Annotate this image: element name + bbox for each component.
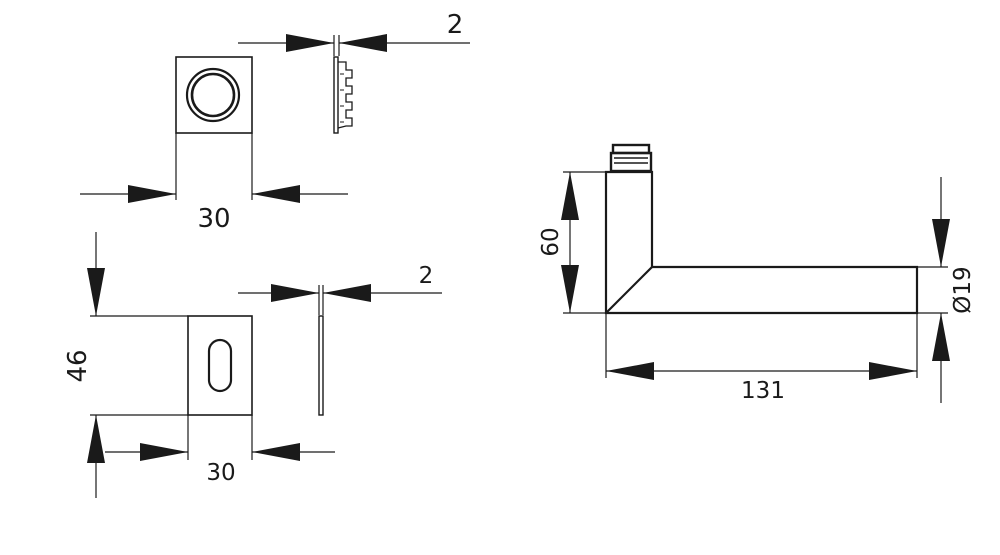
rose-front-view: [175, 56, 253, 134]
lever-handle: [604, 143, 919, 315]
rose-thickness-dimension: 2: [238, 10, 470, 56]
escutcheon-front-view: [187, 315, 253, 416]
rose-width-label: 30: [197, 204, 230, 234]
rose-inner-ring: [190, 72, 236, 118]
lever-body-outline: [604, 170, 919, 315]
escutcheon-thickness-dimension: 2: [238, 263, 442, 315]
lever-diameter-dimension: Ø19: [917, 177, 976, 403]
lever-spindle: [609, 151, 653, 173]
lever-diameter-label: Ø19: [950, 266, 976, 313]
rose-width-dimension: 30: [80, 133, 348, 234]
rose-square-outline: [175, 56, 253, 134]
lever-length-label: 131: [741, 378, 785, 404]
rose-thickness-label: 2: [447, 10, 464, 40]
lever-height-label: 60: [538, 227, 564, 256]
rose-side-view: [333, 56, 353, 134]
lever-miter-line: [605, 266, 653, 314]
keyhole-slot: [207, 338, 233, 393]
escutcheon-outline: [187, 315, 253, 416]
escutcheon-side-view: [318, 315, 324, 416]
escutcheon-thickness-label: 2: [419, 263, 434, 289]
lever-length-dimension: 131: [605, 313, 918, 404]
escutcheon-width-label: 30: [206, 460, 235, 486]
rose-outer-ring: [185, 67, 241, 123]
lever-height-dimension: 60: [538, 171, 606, 314]
escutcheon-height-label: 46: [63, 349, 93, 382]
escutcheon-height-dimension: 46: [63, 232, 188, 498]
escutcheon-width-dimension: 30: [105, 415, 335, 486]
